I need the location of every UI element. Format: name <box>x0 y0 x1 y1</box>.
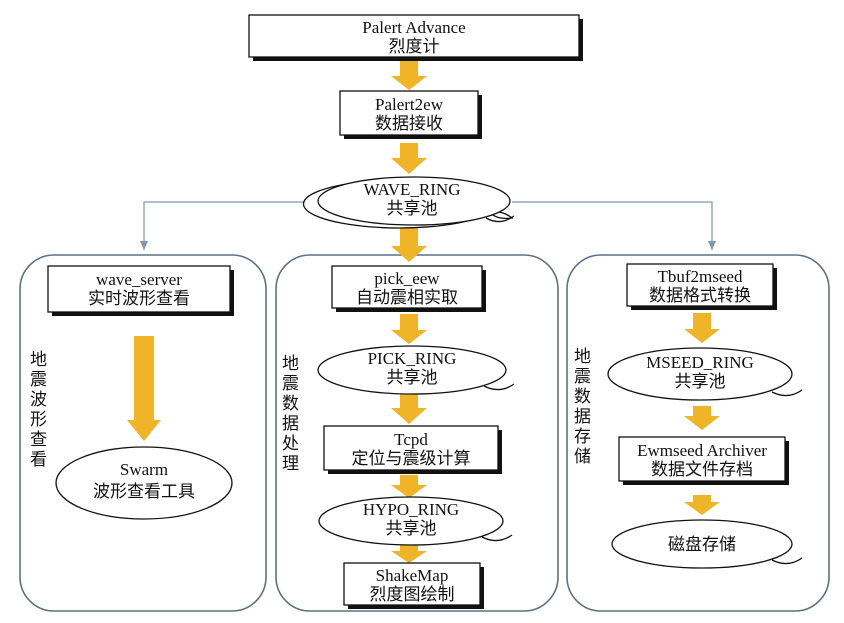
pick-ring-label-line1: PICK_RING <box>368 349 457 368</box>
palert-label-line2: 烈度计 <box>389 37 440 56</box>
arrow-hypo-ring-to-shakemap <box>391 544 427 563</box>
palert-label-line1: Palert Advance <box>362 18 465 37</box>
mseed-ring-node: MSEED_RING 共享池 <box>607 347 803 401</box>
wave-server-node: wave_server 实时波形查看 <box>47 265 234 316</box>
connector-to-storage <box>512 201 716 250</box>
wave-server-label-line1: wave_server <box>96 270 182 289</box>
hypo-ring-label-line1: HYPO_RING <box>363 500 459 519</box>
disk-storage-node: 磁盘存储 <box>611 519 803 569</box>
arrow-tbuf2mseed-to-mseed-ring <box>684 313 720 343</box>
storage-side-char: 震 <box>574 367 591 386</box>
hypo-ring-label-line2: 共享池 <box>386 519 437 538</box>
waveform-side-label: 地 震 波 形 查 看 <box>30 350 47 469</box>
processing-side-char: 理 <box>282 454 299 473</box>
mseed-ring-label-line2: 共享池 <box>675 372 726 391</box>
palert2ew-label-line1: Palert2ew <box>375 95 444 114</box>
tbuf2mseed-node: Tbuf2mseed 数据格式转换 <box>626 263 777 310</box>
pick-ring-label-line2: 共享池 <box>387 368 438 387</box>
processing-side-char: 据 <box>282 414 299 433</box>
processing-side-char: 处 <box>282 434 299 453</box>
swarm-label-line2: 波形查看工具 <box>93 482 195 501</box>
arrow-wave-server-to-swarm <box>127 336 161 441</box>
palert2ew-label-line2: 数据接收 <box>375 114 443 133</box>
arrow-palert-to-palert2ew <box>391 61 427 90</box>
arrow-ewmseed-to-disk <box>684 495 720 515</box>
hypo-ring-node: HYPO_RING 共享池 <box>318 496 513 546</box>
hypo-ring-ellipse <box>318 496 504 546</box>
arrow-pick-eew-to-pick-ring <box>391 314 427 344</box>
tbuf2mseed-label-line2: 数据格式转换 <box>649 286 751 305</box>
swarm-label-line1: Swarm <box>120 460 168 479</box>
mseed-ring-label-line1: MSEED_RING <box>646 353 754 372</box>
ewmseed-node: Ewmseed Archiver 数据文件存档 <box>618 436 789 485</box>
arrow-palert2ew-to-wave-ring <box>391 143 427 174</box>
mseed-ring-ellipse <box>607 347 793 401</box>
tcpd-label-line2: 定位与震级计算 <box>352 449 471 468</box>
tcpd-label-line1: Tcpd <box>394 430 428 449</box>
tcpd-node: Tcpd 定位与震级计算 <box>323 425 502 474</box>
palert2ew-node: Palert2ew 数据接收 <box>339 90 482 139</box>
wave-ring-label-line2: 共享池 <box>387 199 438 218</box>
tbuf2mseed-label-line1: Tbuf2mseed <box>658 267 743 286</box>
connector-to-waveform <box>140 201 320 250</box>
storage-side-label: 地 震 数 据 存 储 <box>574 347 591 466</box>
pick-eew-label-line2: 自动震相实取 <box>356 288 458 307</box>
pick-eew-label-line1: pick_eew <box>374 269 440 288</box>
wave-ring-node: WAVE_RING 共享池 <box>302 176 515 229</box>
disk-storage-label: 磁盘存储 <box>668 535 736 554</box>
waveform-side-char: 地 <box>30 350 47 369</box>
ewmseed-label-line2: 数据文件存档 <box>651 460 753 479</box>
swarm-node: Swarm 波形查看工具 <box>55 446 233 520</box>
processing-side-char: 地 <box>282 354 299 373</box>
processing-side-label: 地 震 数 据 处 理 <box>282 354 299 473</box>
storage-panel <box>566 254 830 612</box>
pick-ring-ellipse <box>317 345 507 395</box>
pick-eew-node: pick_eew 自动震相实取 <box>331 265 486 312</box>
waveform-side-char: 形 <box>30 410 47 429</box>
waveform-side-char: 查 <box>30 430 47 449</box>
waveform-side-char: 震 <box>30 370 47 389</box>
arrow-tcpd-to-hypo-ring <box>391 475 427 498</box>
waveform-side-char: 看 <box>30 450 47 469</box>
storage-side-char: 数 <box>574 387 591 406</box>
shakemap-label-line2: 烈度图绘制 <box>370 585 455 604</box>
swarm-ellipse <box>55 446 233 520</box>
disk-storage-ellipse <box>611 519 793 569</box>
processing-side-char: 震 <box>282 374 299 393</box>
ewmseed-label-line1: Ewmseed Archiver <box>637 441 767 460</box>
storage-side-char: 地 <box>574 347 591 366</box>
storage-side-char: 储 <box>574 447 591 466</box>
wave-server-label-line2: 实时波形查看 <box>88 289 190 308</box>
palert-advance-node: Palert Advance 烈度计 <box>248 14 583 61</box>
arrow-wave-ring-to-pick-eew <box>391 226 427 262</box>
arrow-mseed-ring-to-ewmseed <box>684 406 720 430</box>
wave-ring-ellipse <box>317 176 511 226</box>
storage-side-char: 存 <box>574 427 591 446</box>
arrow-pick-ring-to-tcpd <box>391 394 427 424</box>
wave-ring-label-line1: WAVE_RING <box>364 180 461 199</box>
shakemap-node: ShakeMap 烈度图绘制 <box>343 562 484 609</box>
processing-side-char: 数 <box>282 394 299 413</box>
waveform-side-char: 波 <box>30 390 47 409</box>
pick-ring-node: PICK_RING 共享池 <box>317 345 515 395</box>
storage-side-char: 据 <box>574 407 591 426</box>
shakemap-label-line1: ShakeMap <box>376 566 449 585</box>
